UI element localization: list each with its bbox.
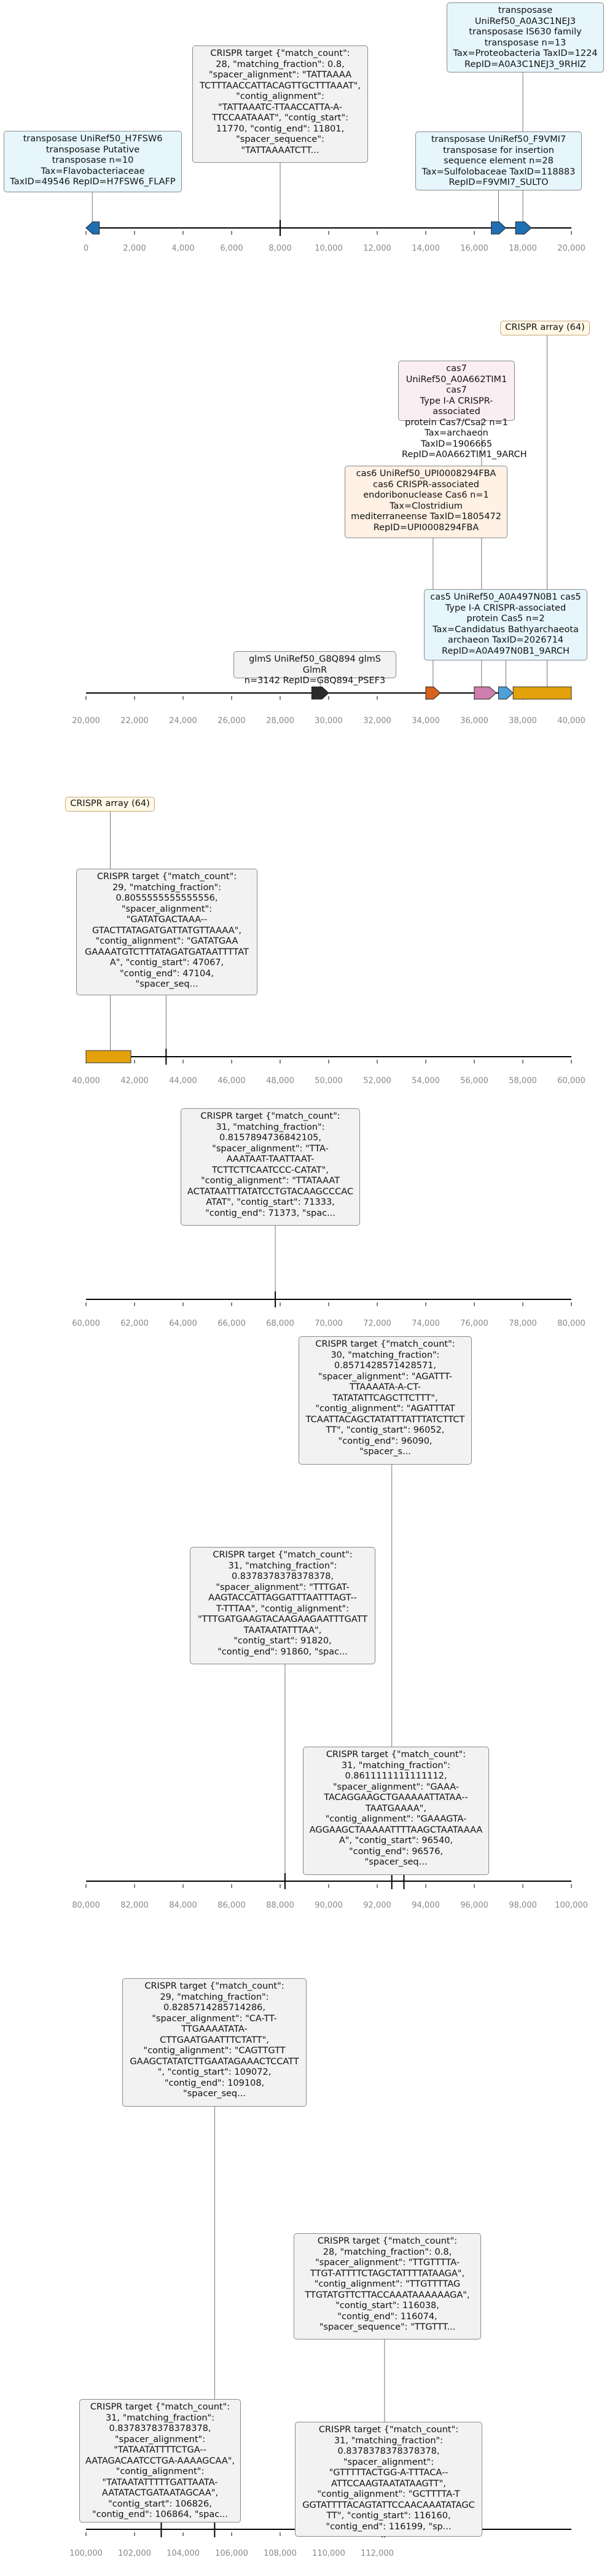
axis-tick-label: 26,000 [217, 716, 246, 726]
axis-tick-label: 10,000 [315, 244, 343, 253]
axis-tick-label: 88,000 [266, 1901, 294, 1910]
axis-tick-label: 70,000 [315, 1319, 343, 1328]
axis-tick-label: 100,000 [555, 1901, 588, 1910]
axis-tick-label: 66,000 [217, 1319, 246, 1328]
axis-tick-label: 104,000 [166, 2549, 200, 2558]
axis-tick-label: 18,000 [509, 244, 537, 253]
axis-tick-label: 72,000 [363, 1319, 391, 1328]
axis-tick-label: 38,000 [509, 716, 537, 726]
axis-tick-label: 64,000 [169, 1319, 197, 1328]
axis-tick-label: 108,000 [264, 2549, 297, 2558]
gene-feature-arrow [515, 221, 532, 235]
axis-tick-label: 12,000 [363, 244, 391, 253]
axis-tick-label: 60,000 [557, 1076, 585, 1086]
axis-tick-label: 98,000 [509, 1901, 537, 1910]
feature-annotation-box: cas6 UniRef50_UPI0008294FBA cas6 CRISPR-… [345, 466, 507, 538]
gene-feature-arrow [491, 221, 507, 235]
axis-tick-label: 22,000 [120, 716, 149, 726]
axis-tick-label: 86,000 [217, 1901, 246, 1910]
axis-tick-label: 68,000 [266, 1319, 294, 1328]
gene-feature-arrow [85, 221, 100, 235]
crispr-array-feature [512, 686, 572, 700]
gene-feature-arrow [474, 686, 497, 700]
axis-tick-label: 16,000 [460, 244, 488, 253]
axis-tick-label: 34,000 [412, 716, 440, 726]
axis-tick-label: 24,000 [169, 716, 197, 726]
axis-tick-label: 0 [84, 244, 88, 253]
axis-tick-label: 28,000 [266, 716, 294, 726]
axis-tick-label: 40,000 [557, 716, 585, 726]
axis-tick-label: 4,000 [171, 244, 194, 253]
axis-tick-label: 62,000 [120, 1319, 149, 1328]
feature-annotation-box: CRISPR target {"match_count": 30, "match… [299, 1336, 472, 1465]
feature-annotation-box: CRISPR target {"match_count": 31, "match… [181, 1108, 360, 1226]
feature-annotation-box: CRISPR target {"match_count": 29, "match… [122, 1978, 307, 2107]
feature-annotation-box: CRISPR target {"match_count": 28, "match… [294, 2233, 481, 2339]
crispr-array-feature [85, 1050, 131, 1063]
axis-tick-label: 32,000 [363, 716, 391, 726]
axis-tick-label: 50,000 [315, 1076, 343, 1086]
feature-annotation-box: CRISPR target {"match_count": 28, "match… [192, 45, 368, 163]
axis-tick-label: 74,000 [412, 1319, 440, 1328]
axis-tick-label: 20,000 [557, 244, 585, 253]
axis-tick-label: 52,000 [363, 1076, 391, 1086]
gene-feature-arrow [498, 686, 514, 700]
feature-annotation-box: CRISPR target {"match_count": 31, "match… [79, 2399, 241, 2523]
axis-tick-label: 82,000 [120, 1901, 149, 1910]
axis-tick-label: 56,000 [460, 1076, 488, 1086]
axis-tick-label: 80,000 [557, 1319, 585, 1328]
feature-annotation-box: transposase UniRef50_F9VMI7 transposase … [415, 131, 582, 190]
axis-tick-label: 58,000 [509, 1076, 537, 1086]
gene-feature-arrow [311, 686, 329, 700]
axis-tick-label: 6,000 [220, 244, 243, 253]
axis-tick-label: 100,000 [69, 2549, 103, 2558]
axis-tick-label: 54,000 [412, 1076, 440, 1086]
crispr-array-label: CRISPR array (64) [500, 321, 590, 335]
axis-tick-label: 94,000 [412, 1901, 440, 1910]
axis-tick-label: 102,000 [118, 2549, 151, 2558]
axis-tick-label: 92,000 [363, 1901, 391, 1910]
feature-annotation-box: glmS UniRef50_G8Q894 glmS GlmR n=3142 Re… [233, 651, 396, 686]
axis-tick-label: 80,000 [72, 1901, 100, 1910]
crispr-array-label: CRISPR array (64) [65, 797, 155, 812]
feature-annotation-box: CRISPR target {"match_count": 31, "match… [303, 1747, 489, 1875]
axis-tick-label: 60,000 [72, 1319, 100, 1328]
feature-annotation-box: CRISPR target {"match_count": 29, "match… [76, 869, 257, 995]
axis-tick-label: 84,000 [169, 1901, 197, 1910]
axis-tick-label: 44,000 [169, 1076, 197, 1086]
axis-tick-label: 96,000 [460, 1901, 488, 1910]
axis-tick-label: 14,000 [412, 244, 440, 253]
axis-tick-label: 8,000 [268, 244, 291, 253]
axis-tick-label: 36,000 [460, 716, 488, 726]
axis-tick-label: 48,000 [266, 1076, 294, 1086]
axis-tick-label: 76,000 [460, 1319, 488, 1328]
feature-annotation-box: CRISPR target {"match_count": 31, "match… [295, 2422, 482, 2537]
axis-tick-label: 20,000 [72, 716, 100, 726]
feature-annotation-box: transposase UniRef50_H7FSW6 transposase … [4, 131, 182, 192]
axis-tick-label: 112,000 [361, 2549, 394, 2558]
feature-annotation-box: transposase UniRef50_A0A3C1NEJ3 transpos… [447, 2, 604, 72]
axis-tick-label: 106,000 [215, 2549, 248, 2558]
feature-annotation-box: cas7 UniRef50_A0A662TIM1 cas7 Type I-A C… [398, 361, 527, 460]
axis-tick-label: 46,000 [217, 1076, 246, 1086]
axis-tick-label: 2,000 [123, 244, 146, 253]
axis-tick-label: 110,000 [312, 2549, 345, 2558]
axis-tick-label: 30,000 [315, 716, 343, 726]
axis-tick-label: 40,000 [72, 1076, 100, 1086]
axis-tick-label: 78,000 [509, 1319, 537, 1328]
axis-tick-label: 42,000 [120, 1076, 149, 1086]
feature-annotation-box: CRISPR target {"match_count": 31, "match… [190, 1547, 375, 1664]
feature-annotation-box: cas5 UniRef50_A0A497N0B1 cas5 Type I-A C… [424, 589, 587, 660]
gene-feature-arrow [425, 686, 441, 700]
axis-tick-label: 90,000 [315, 1901, 343, 1910]
